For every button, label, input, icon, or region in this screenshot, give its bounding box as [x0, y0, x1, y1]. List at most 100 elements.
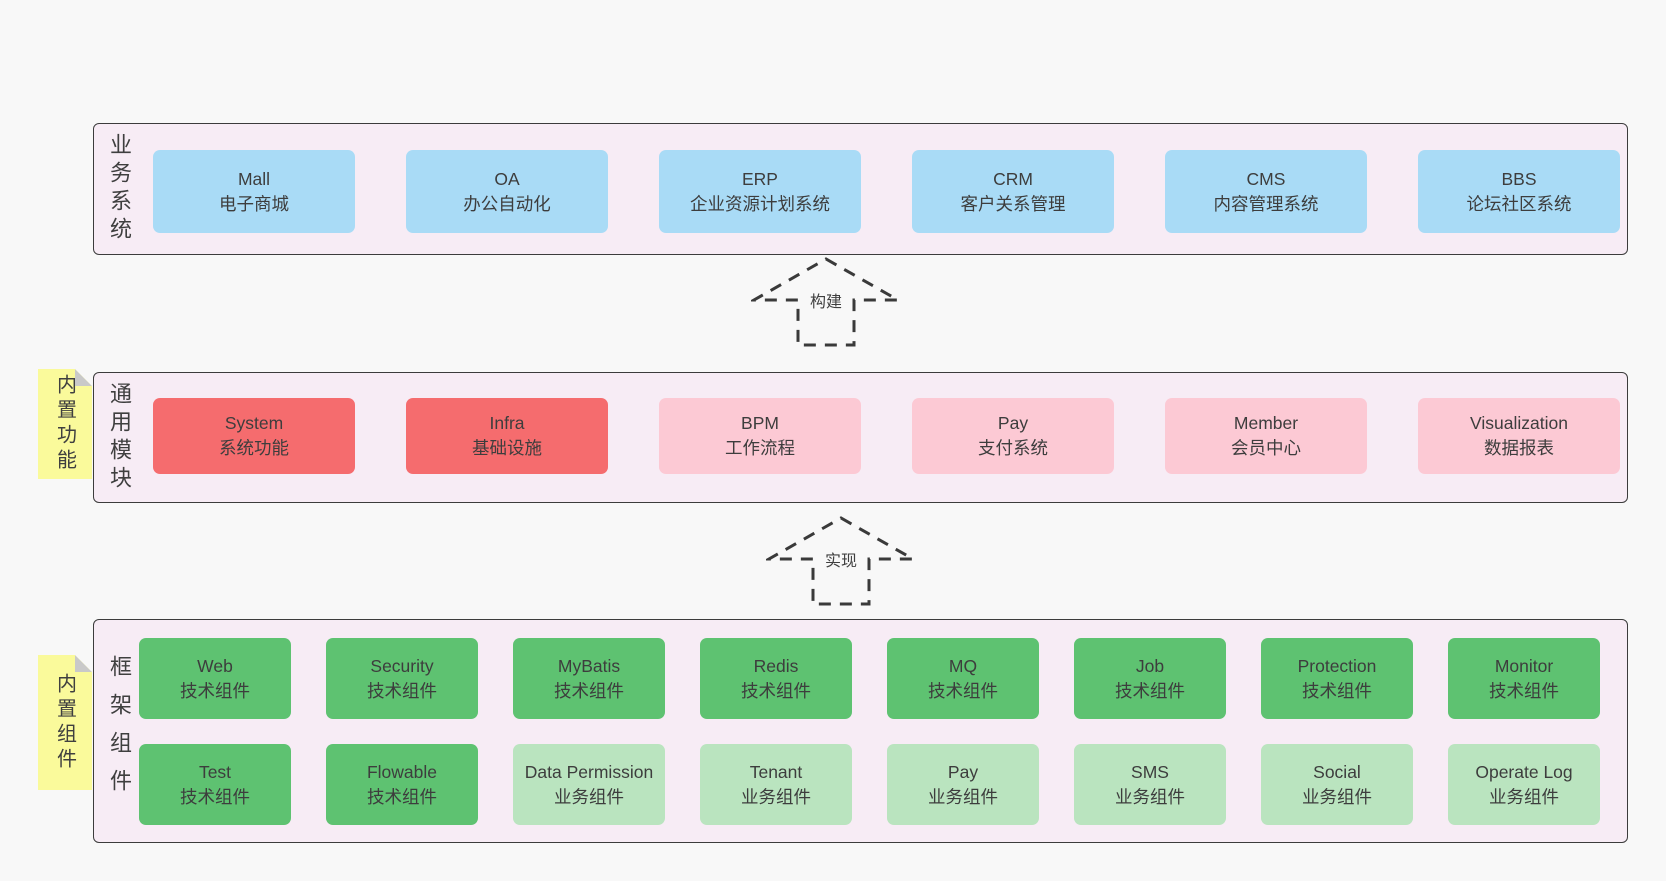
box-subtitle: 电子商城 — [219, 193, 289, 214]
box-erp: ERP 企业资源计划系统 — [659, 150, 861, 233]
band-common-modules: 通用模块 System 系统功能 Infra 基础设施 BPM 工作流程 Pay… — [93, 372, 1628, 503]
box-subtitle: 企业资源计划系统 — [690, 193, 830, 214]
box-title: BPM — [741, 413, 779, 433]
box-title: MyBatis — [557, 655, 621, 676]
box-security: Security 技术组件 — [326, 638, 478, 719]
box-subtitle: 技术组件 — [554, 680, 624, 701]
box-title: Pay — [947, 761, 979, 782]
box-protection: Protection 技术组件 — [1261, 638, 1413, 719]
band-business-systems: 业务系统 Mall 电子商城 OA 办公自动化 ERP 企业资源计划系统 CRM… — [93, 123, 1628, 255]
box-subtitle: 技术组件 — [367, 680, 437, 701]
box-subtitle: 业务组件 — [1115, 786, 1185, 807]
box-visualization: Visualization 数据报表 — [1418, 398, 1620, 474]
sticky-built-in-features-text: 内置功能 — [53, 374, 76, 474]
sticky-built-in-components-text: 内置组件 — [53, 672, 76, 773]
framework-components-row-1: Web 技术组件 Security 技术组件 MyBatis 技术组件 Redi… — [139, 638, 1600, 719]
box-title: Visualization — [1470, 413, 1568, 433]
box-subtitle: 系统功能 — [219, 438, 289, 458]
build-arrow: 构建 — [751, 256, 901, 348]
box-operate-log: Operate Log 业务组件 — [1448, 744, 1600, 825]
up-arrow-icon — [766, 516, 916, 606]
box-subtitle: 技术组件 — [180, 786, 250, 807]
box-title: ERP — [742, 168, 778, 189]
box-subtitle: 技术组件 — [1489, 680, 1559, 701]
box-oa: OA 办公自动化 — [406, 150, 608, 233]
box-infra: Infra 基础设施 — [406, 398, 608, 474]
box-subtitle: 业务组件 — [1489, 786, 1559, 807]
box-mq: MQ 技术组件 — [887, 638, 1039, 719]
box-title: Protection — [1297, 655, 1377, 676]
box-social: Social 业务组件 — [1261, 744, 1413, 825]
box-subtitle: 数据报表 — [1484, 438, 1554, 458]
box-subtitle: 技术组件 — [928, 680, 998, 701]
box-title: Social — [1313, 761, 1361, 782]
box-subtitle: 内容管理系统 — [1213, 193, 1319, 214]
box-tenant: Tenant 业务组件 — [700, 744, 852, 825]
box-title: Redis — [753, 655, 799, 676]
box-subtitle: 技术组件 — [741, 680, 811, 701]
box-title: Infra — [489, 413, 525, 433]
box-job: Job 技术组件 — [1074, 638, 1226, 719]
box-subtitle: 业务组件 — [554, 786, 624, 807]
box-subtitle: 会员中心 — [1231, 438, 1301, 458]
box-title: OA — [494, 168, 520, 189]
band-framework-components: 框架组件 Web 技术组件 Security 技术组件 MyBatis 技术组件… — [93, 619, 1628, 843]
implement-arrow-label: 实现 — [766, 551, 916, 573]
box-title: Mall — [237, 168, 271, 189]
band-framework-components-label: 框架组件 — [107, 655, 132, 807]
box-pay: Pay 支付系统 — [912, 398, 1114, 474]
box-data-permission: Data Permission 业务组件 — [513, 744, 665, 825]
box-title: CMS — [1246, 168, 1286, 189]
box-title: Test — [198, 761, 232, 782]
box-bbs: BBS 论坛社区系统 — [1418, 150, 1620, 233]
box-subtitle: 技术组件 — [180, 680, 250, 701]
implement-arrow: 实现 — [766, 515, 916, 607]
box-crm: CRM 客户关系管理 — [912, 150, 1114, 233]
common-modules-row: System 系统功能 Infra 基础设施 BPM 工作流程 Pay 支付系统… — [153, 398, 1620, 474]
box-sms: SMS 业务组件 — [1074, 744, 1226, 825]
box-title: Operate Log — [1475, 761, 1573, 782]
box-system: System 系统功能 — [153, 398, 355, 474]
box-flowable: Flowable 技术组件 — [326, 744, 478, 825]
framework-components-row-2: Test 技术组件 Flowable 技术组件 Data Permission … — [139, 744, 1600, 825]
box-subtitle: 办公自动化 — [463, 193, 551, 214]
box-title: Data Permission — [524, 761, 654, 782]
up-arrow-icon — [751, 257, 901, 347]
box-web: Web 技术组件 — [139, 638, 291, 719]
box-subtitle: 技术组件 — [1302, 680, 1372, 701]
box-title: Member — [1233, 413, 1299, 433]
band-common-modules-label: 通用模块 — [107, 381, 132, 494]
box-title: Flowable — [366, 761, 438, 782]
box-subtitle: 业务组件 — [1302, 786, 1372, 807]
box-title: MQ — [948, 655, 978, 676]
box-redis: Redis 技术组件 — [700, 638, 852, 719]
box-subtitle: 基础设施 — [472, 438, 542, 458]
box-pay-business: Pay 业务组件 — [887, 744, 1039, 825]
box-subtitle: 技术组件 — [367, 786, 437, 807]
box-mall: Mall 电子商城 — [153, 150, 355, 233]
box-subtitle: 技术组件 — [1115, 680, 1185, 701]
box-subtitle: 工作流程 — [725, 438, 795, 458]
box-title: Web — [197, 655, 233, 676]
sticky-built-in-features: 内置功能 — [38, 369, 92, 479]
box-title: System — [224, 413, 284, 433]
box-cms: CMS 内容管理系统 — [1165, 150, 1367, 233]
box-member: Member 会员中心 — [1165, 398, 1367, 474]
box-mybatis: MyBatis 技术组件 — [513, 638, 665, 719]
box-title: Security — [370, 655, 434, 676]
build-arrow-label: 构建 — [751, 292, 901, 314]
box-subtitle: 支付系统 — [978, 438, 1048, 458]
band-business-systems-label: 业务系统 — [107, 133, 132, 245]
box-title: Tenant — [749, 761, 803, 782]
box-title: BBS — [1501, 168, 1537, 189]
box-subtitle: 业务组件 — [741, 786, 811, 807]
box-title: Pay — [997, 413, 1029, 433]
sticky-built-in-components: 内置组件 — [38, 655, 92, 790]
box-monitor: Monitor 技术组件 — [1448, 638, 1600, 719]
box-title: Monitor — [1494, 655, 1554, 676]
box-subtitle: 业务组件 — [928, 786, 998, 807]
box-subtitle: 客户关系管理 — [960, 193, 1066, 214]
business-systems-row: Mall 电子商城 OA 办公自动化 ERP 企业资源计划系统 CRM 客户关系… — [153, 150, 1620, 233]
box-title: CRM — [993, 168, 1033, 189]
